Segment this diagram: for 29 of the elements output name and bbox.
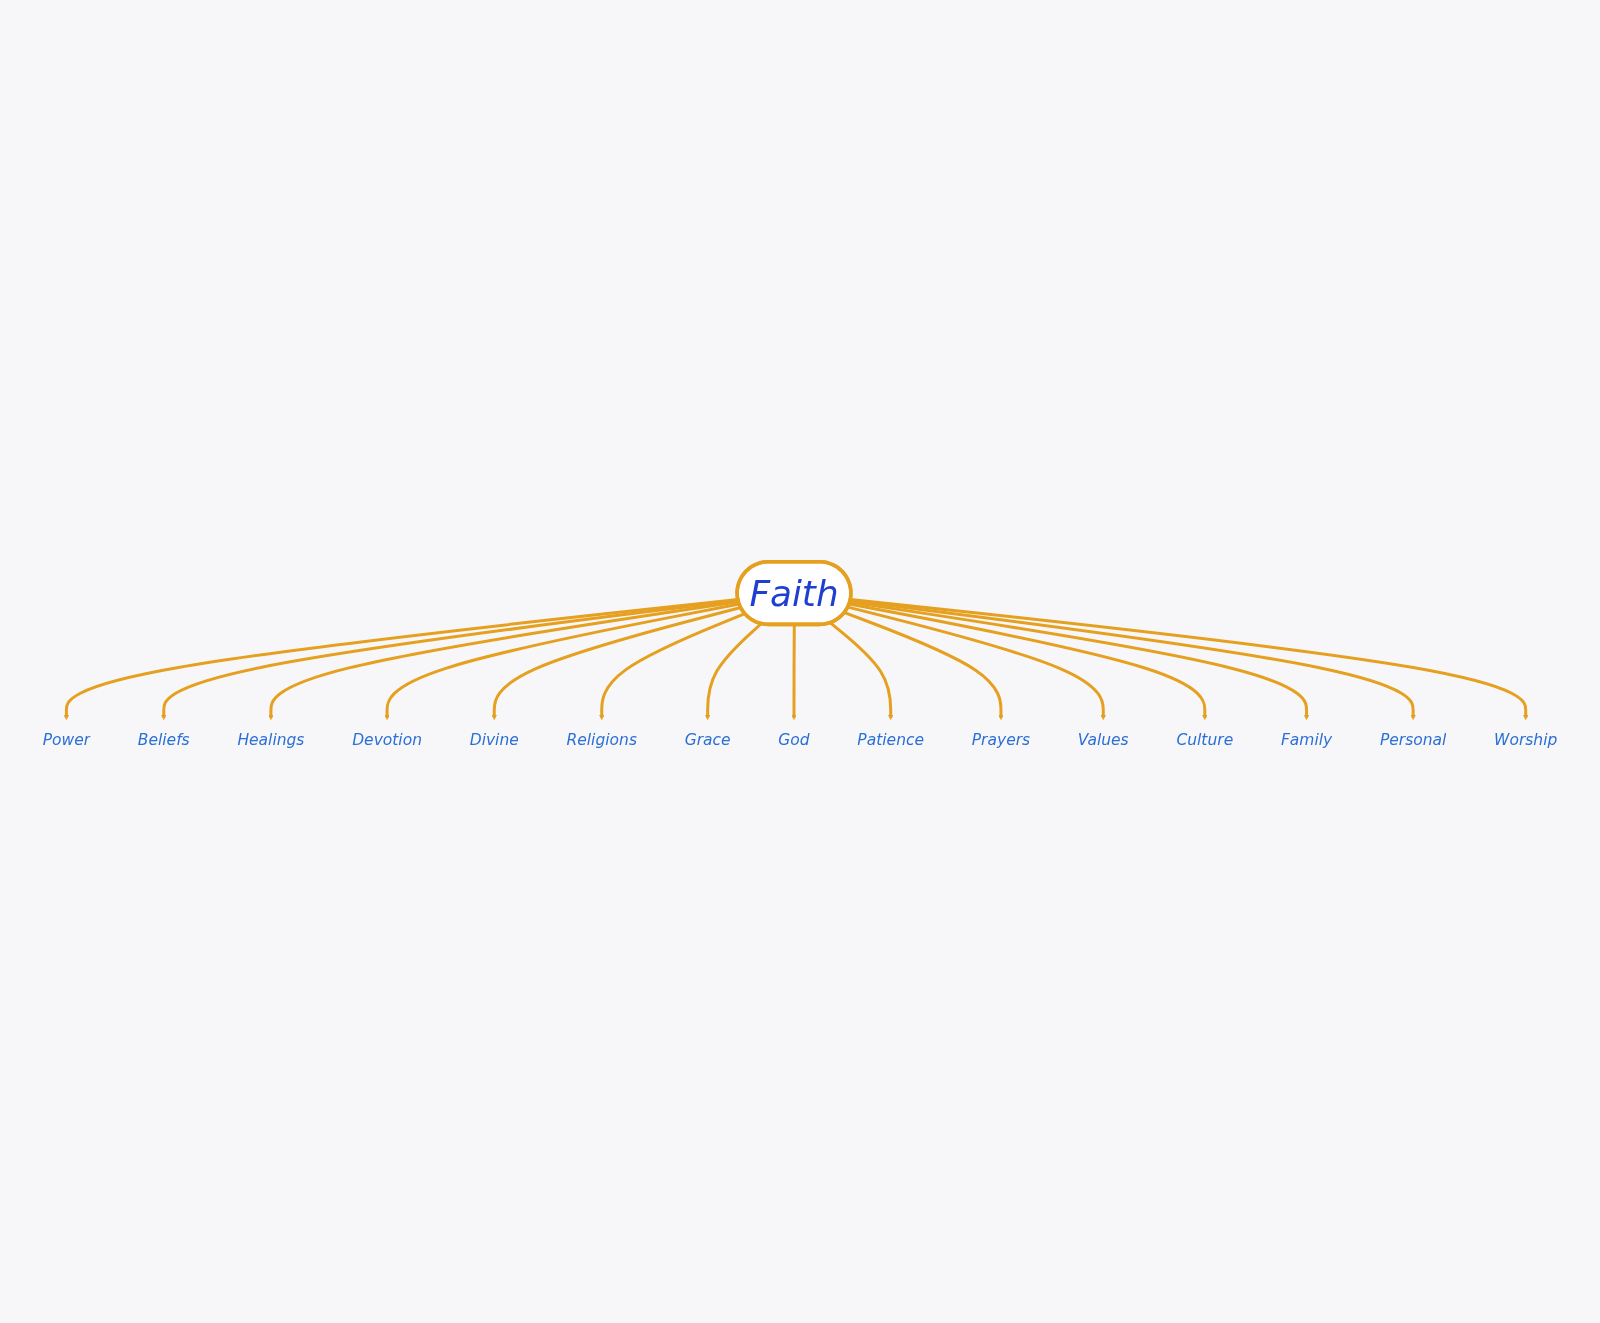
arrow <box>847 605 1106 721</box>
node-text: Religions <box>566 731 637 750</box>
node-text: Healings <box>237 731 305 750</box>
arrow <box>849 600 1310 721</box>
node-text: Patience <box>857 731 925 750</box>
node-text: God <box>778 731 810 750</box>
arrow <box>844 611 1004 721</box>
node-text: Prayers <box>971 731 1031 750</box>
node-text: Beliefs <box>137 731 190 750</box>
arrow <box>599 612 746 721</box>
node-text: Grace <box>684 731 731 750</box>
arrow <box>850 599 1416 721</box>
node-text: Personal <box>1379 731 1447 750</box>
node-text: Worship <box>1494 731 1558 750</box>
node-text: Culture <box>1176 731 1234 750</box>
node-text: Family <box>1280 731 1333 750</box>
arrow <box>791 624 797 721</box>
arrow <box>384 602 740 721</box>
node-text: Power <box>42 731 91 750</box>
node-text: Divine <box>469 731 519 750</box>
arrow <box>849 602 1208 721</box>
node-text: Values <box>1077 731 1129 750</box>
arrow <box>850 598 1529 721</box>
arrow <box>268 600 739 721</box>
arrow <box>705 622 763 721</box>
arrow <box>63 598 739 721</box>
node-text: Devotion <box>352 731 422 750</box>
arrow <box>161 599 739 721</box>
arrow <box>829 621 894 721</box>
